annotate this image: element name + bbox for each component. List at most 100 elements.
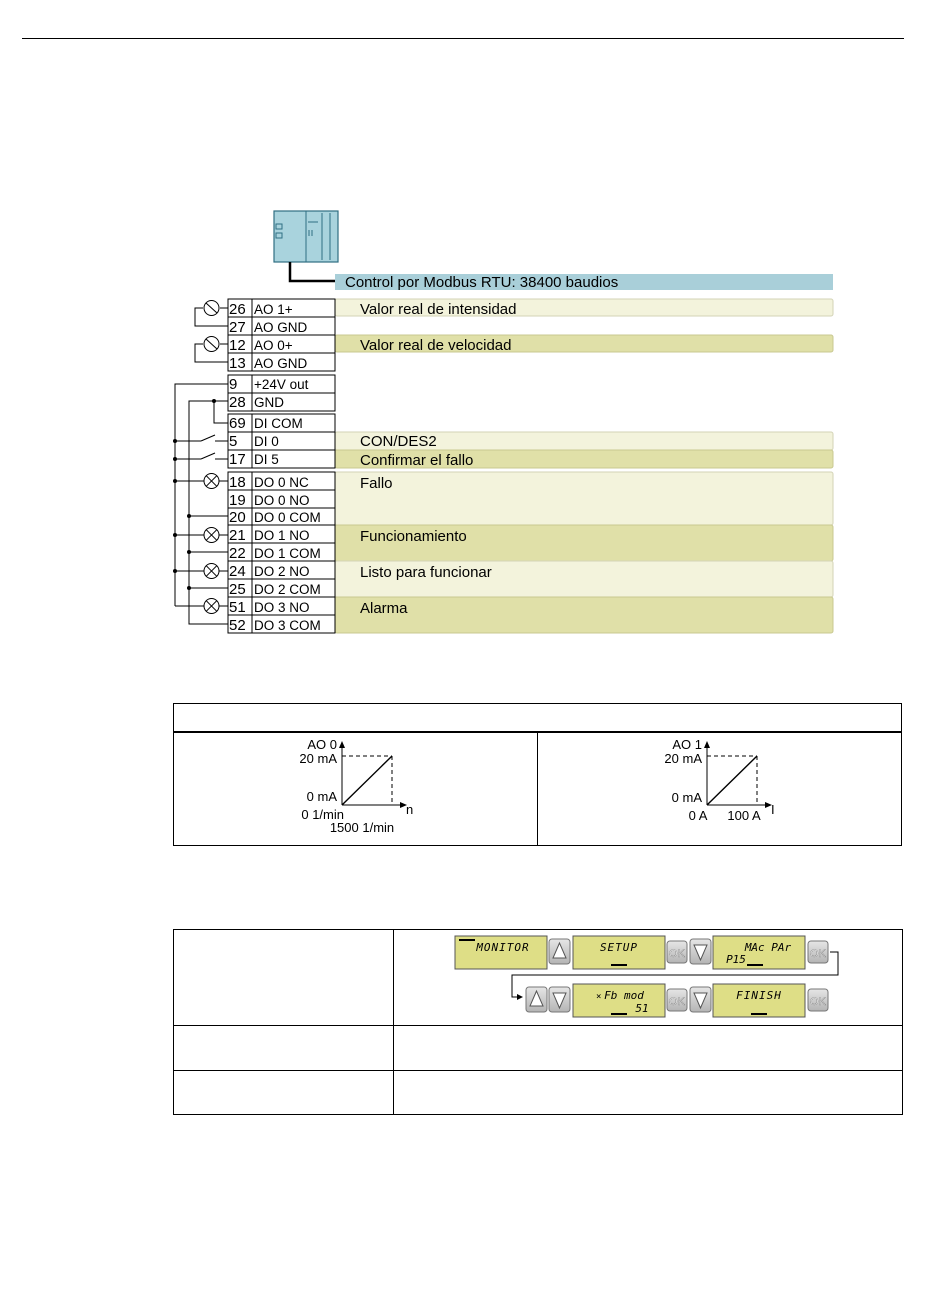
ao0-scaling-line <box>341 755 393 806</box>
lcd-text: SETUP <box>600 941 638 954</box>
io-wiring <box>174 383 228 625</box>
terminal-number: 25 <box>229 581 246 598</box>
terminal-number: 24 <box>229 563 246 580</box>
ao1-scaling-chart: AO 1 20 mA 0 mA 0 A 100 A I <box>664 737 775 823</box>
terminal-number: 18 <box>229 474 246 491</box>
ao0-xmax-label: 1500 1/min <box>330 820 394 835</box>
terminal-name: GND <box>254 395 284 410</box>
function-label: Funcionamiento <box>360 528 467 545</box>
terminal-name: DO 3 COM <box>254 618 321 633</box>
terminal-number: 17 <box>229 451 246 468</box>
svg-text:×: × <box>596 992 601 1002</box>
lamp-icon <box>203 473 220 489</box>
ok-button[interactable]: OK <box>807 988 829 1012</box>
ao1-xaxis-label: I <box>771 802 775 817</box>
ao1-scaling-line <box>706 755 758 806</box>
svg-text:OK: OK <box>810 996 827 1008</box>
terminal-number: 19 <box>229 492 246 509</box>
lcd-fbmod: × Fb mod 51 <box>572 983 666 1018</box>
terminal-name: DO 1 NO <box>254 528 310 543</box>
ao1-xmin-label: 0 A <box>689 808 708 823</box>
terminal-name: DO 1 COM <box>254 546 321 561</box>
down-button[interactable] <box>689 938 712 965</box>
bop-sequence: MONITOR SETUP OK MAc PAr P15 OK × <box>454 935 839 1018</box>
terminal-number: 22 <box>229 545 246 562</box>
up-button[interactable] <box>548 938 571 965</box>
modbus-band <box>335 274 833 290</box>
drive-device-icon <box>273 210 339 263</box>
wiring-diagram: Control por Modbus RTU: 38400 baudios Va… <box>173 210 834 634</box>
ok-button[interactable]: OK <box>666 988 688 1012</box>
terminal-number: 26 <box>229 301 246 318</box>
terminal-name: DI COM <box>254 416 303 431</box>
meter-icon <box>203 300 220 316</box>
terminal-name: DI 5 <box>254 452 279 467</box>
lcd-monitor: MONITOR <box>454 935 548 970</box>
ao0-ymax-label: 20 mA <box>299 751 337 766</box>
terminal-number: 69 <box>229 415 246 432</box>
down-arrow-icon <box>552 992 567 1010</box>
terminal-name: DI 0 <box>254 434 279 449</box>
modbus-label: Control por Modbus RTU: 38400 baudios <box>345 274 618 291</box>
lcd-text: 51 <box>635 1002 648 1015</box>
lamp-icon <box>203 598 220 614</box>
ao0-xaxis-label: n <box>406 802 413 817</box>
down-button[interactable] <box>548 986 571 1013</box>
terminal-name: DO 3 NO <box>254 600 310 615</box>
lamp-icon <box>203 527 220 543</box>
lamp-icon <box>203 563 220 579</box>
junction-dots <box>173 399 216 590</box>
function-label: Valor real de intensidad <box>360 301 517 318</box>
ao0-scaling-chart: AO 0 20 mA 0 mA 0 1/min 1500 1/min n <box>299 737 413 835</box>
lcd-text: FINISH <box>736 989 782 1002</box>
band-alarma <box>334 596 834 634</box>
svg-text:OK: OK <box>669 996 686 1008</box>
meter-icon <box>203 336 220 352</box>
lcd-text: P15 <box>726 953 746 966</box>
svg-text:OK: OK <box>669 948 686 960</box>
band-fallo <box>334 471 834 526</box>
bop-setup-table <box>173 929 903 1115</box>
terminal-number: 52 <box>229 617 246 634</box>
flow-arrow <box>511 951 839 998</box>
header-rule <box>22 38 904 39</box>
terminal-name: DO 0 NC <box>254 475 309 490</box>
terminal-number: 28 <box>229 394 246 411</box>
lcd-setup: SETUP <box>572 935 666 970</box>
terminal-number: 21 <box>229 527 246 544</box>
analog-scaling-table <box>173 703 902 846</box>
terminal-number: 12 <box>229 337 246 354</box>
ao1-ymax-label: 20 mA <box>664 751 702 766</box>
terminal-number: 20 <box>229 509 246 526</box>
down-button[interactable] <box>689 986 712 1013</box>
up-arrow-icon <box>552 941 567 959</box>
lcd-text: Fb mod <box>604 989 644 1002</box>
ao0-xmin-label: 0 1/min <box>301 807 344 822</box>
terminal-name: AO 0+ <box>254 338 293 353</box>
terminal-name: AO 1+ <box>254 302 293 317</box>
terminal-name: +24V out <box>254 377 309 392</box>
function-label: CON/DES2 <box>360 433 437 450</box>
terminal-name: DO 2 NO <box>254 564 310 579</box>
down-arrow-icon <box>693 992 708 1010</box>
ao0-ymin-label: 0 mA <box>307 789 338 804</box>
up-button[interactable] <box>525 986 548 1013</box>
down-arrow-icon <box>693 944 708 962</box>
terminal-name: DO 0 NO <box>254 493 310 508</box>
ok-button[interactable]: OK <box>666 940 688 964</box>
meter-loops <box>194 300 228 363</box>
terminal-number: 9 <box>229 376 237 393</box>
up-arrow-icon <box>529 989 544 1007</box>
terminal-name: DO 2 COM <box>254 582 321 597</box>
lcd-finish: FINISH <box>712 983 806 1018</box>
terminal-name: DO 0 COM <box>254 510 321 525</box>
ao1-ymin-label: 0 mA <box>672 790 703 805</box>
terminal-number: 13 <box>229 355 246 372</box>
function-label: Fallo <box>360 475 393 492</box>
terminal-number: 51 <box>229 599 246 616</box>
function-label: Alarma <box>360 600 408 617</box>
terminal-number: 5 <box>229 433 237 450</box>
terminal-name: AO GND <box>254 320 308 335</box>
ok-button[interactable]: OK <box>807 940 829 964</box>
ao1-xmax-label: 100 A <box>727 808 761 823</box>
